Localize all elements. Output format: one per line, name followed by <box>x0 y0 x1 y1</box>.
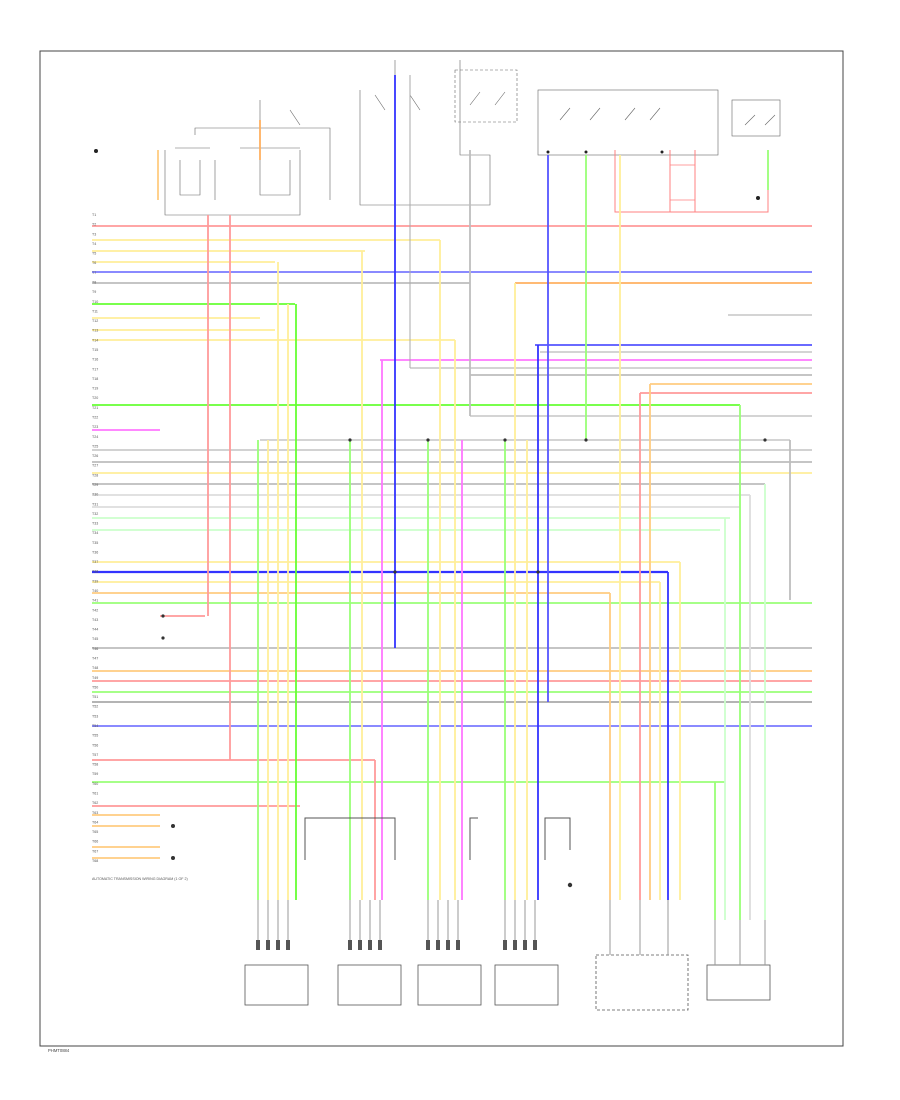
pin-label: T5 <box>92 252 96 256</box>
pin-label: T19 <box>92 387 98 391</box>
wire-red-box-inner <box>670 164 696 201</box>
connector-2 <box>337 964 402 1006</box>
pin-label: T21 <box>92 406 98 410</box>
pin-label: T2 <box>92 223 96 227</box>
pin-label: T15 <box>92 348 98 352</box>
pin-label: T25 <box>92 444 98 448</box>
pin-label: T45 <box>92 637 98 641</box>
pin-label: T51 <box>92 695 98 699</box>
junction-dots <box>161 438 767 888</box>
connector-6 <box>706 964 771 1001</box>
pin-label: T56 <box>92 743 98 747</box>
pin-label: T6 <box>92 261 96 265</box>
wire-red-box <box>614 150 769 213</box>
pin-label: T16 <box>92 358 98 362</box>
bottom-connectors <box>244 954 771 1011</box>
pin-label: T42 <box>92 608 98 612</box>
pin-label: T14 <box>92 338 98 342</box>
pin-label: T35 <box>92 541 98 545</box>
connector-4 <box>494 964 559 1006</box>
pin-label: T13 <box>92 329 98 333</box>
pin-labels: T1T2T3T4T5T6T7T8T9T10T11T12T13T14T15T16T… <box>92 213 98 863</box>
pin-label: T39 <box>92 579 98 583</box>
pin-label: T54 <box>92 724 98 728</box>
pin-label: T30 <box>92 493 98 497</box>
ground-symbols-top <box>94 149 760 200</box>
diagram-code: PHMT0884 <box>48 1048 70 1053</box>
pin-label: T62 <box>92 801 98 805</box>
pin-label: T53 <box>92 714 98 718</box>
pin-label: T1 <box>92 213 96 217</box>
pin-label: T47 <box>92 657 98 661</box>
pin-label: T12 <box>92 319 98 323</box>
pin-label: T58 <box>92 763 98 767</box>
pin-label: T40 <box>92 589 98 593</box>
jumper-wires <box>304 817 571 860</box>
top-components <box>164 60 781 216</box>
pin-label: T49 <box>92 676 98 680</box>
pin-label: T44 <box>92 628 98 632</box>
connector-5 <box>595 954 689 1011</box>
pin-label: T7 <box>92 271 96 275</box>
pin-label: T22 <box>92 415 98 419</box>
pin-label: T9 <box>92 290 96 294</box>
horizontal-wires <box>92 225 812 859</box>
pin-label: T38 <box>92 570 98 574</box>
vertical-wires <box>157 75 791 920</box>
pin-label: T10 <box>92 300 98 304</box>
pin-label: T33 <box>92 522 98 526</box>
pin-label: T18 <box>92 377 98 381</box>
pin-label: T59 <box>92 772 98 776</box>
pin-label: T60 <box>92 782 98 786</box>
pin-label: T67 <box>92 849 98 853</box>
connector-pins <box>256 940 537 950</box>
pin-label: T48 <box>92 666 98 670</box>
pin-label: T27 <box>92 464 98 468</box>
diagram-frame <box>39 50 844 1047</box>
pin-label: T64 <box>92 820 98 824</box>
connector-leads <box>257 900 766 965</box>
pin-label: T36 <box>92 550 98 554</box>
pin-label: T55 <box>92 734 98 738</box>
pin-label: T11 <box>92 309 98 313</box>
pin-label: T46 <box>92 647 98 651</box>
pin-label: T31 <box>92 502 98 506</box>
pin-label: T4 <box>92 242 96 246</box>
pin-label: T65 <box>92 830 98 834</box>
pin-label: T41 <box>92 599 98 603</box>
connector-3 <box>417 964 482 1006</box>
pin-label: T17 <box>92 367 98 371</box>
pin-label: T8 <box>92 280 96 284</box>
pin-label: T24 <box>92 435 98 439</box>
pin-label: T20 <box>92 396 98 400</box>
diagram-note: AUTOMATIC TRANSMISSION WIRING DIAGRAM (1… <box>92 877 188 881</box>
pin-label: T43 <box>92 618 98 622</box>
pin-label: T37 <box>92 560 98 564</box>
pin-label: T26 <box>92 454 98 458</box>
pin-label: T23 <box>92 425 98 429</box>
pin-label: T63 <box>92 811 98 815</box>
pin-label: T68 <box>92 859 98 863</box>
pin-label: T34 <box>92 531 98 535</box>
pin-label: T28 <box>92 473 98 477</box>
pin-label: T32 <box>92 512 98 516</box>
pin-label: T3 <box>92 232 96 236</box>
pin-label: T66 <box>92 840 98 844</box>
pin-label: T50 <box>92 685 98 689</box>
pin-label: T29 <box>92 483 98 487</box>
pin-label: T57 <box>92 753 98 757</box>
connector-1 <box>244 964 309 1006</box>
pin-label: T52 <box>92 705 98 709</box>
pin-label: T61 <box>92 792 98 796</box>
